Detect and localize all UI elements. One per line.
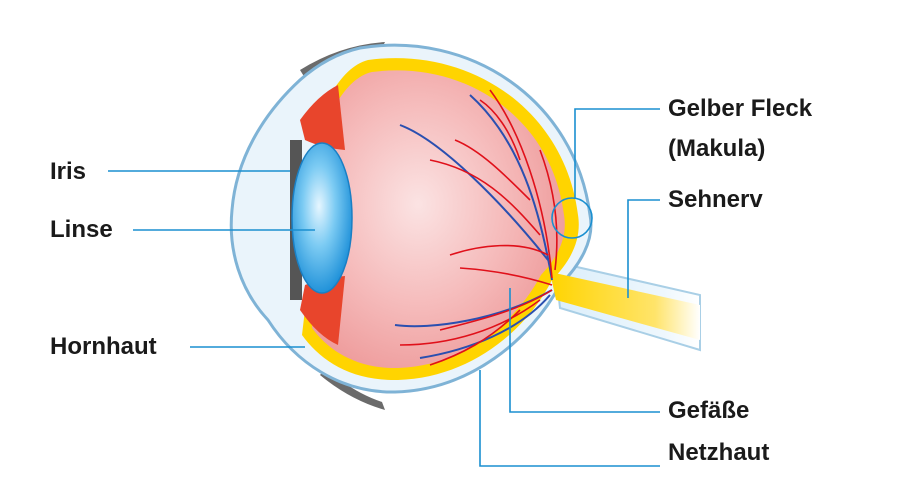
label-linse: Linse — [50, 216, 113, 243]
iris-lower — [300, 276, 345, 345]
label-hornhaut: Hornhaut — [50, 333, 157, 360]
leader-gefaesse — [509, 288, 660, 413]
label-gelber-fleck: Gelber Fleck — [668, 95, 813, 122]
iris-upper — [300, 85, 345, 150]
label-netzhaut: Netzhaut — [668, 439, 770, 466]
lens — [291, 142, 353, 294]
label-sehnerv: Sehnerv — [668, 186, 763, 213]
eyeball-interior — [312, 70, 565, 369]
label-gefaesse: Gefäße — [668, 397, 750, 424]
leader-netzhaut — [479, 370, 660, 467]
leader-lines — [108, 108, 660, 467]
makula-marker — [551, 197, 593, 239]
label-makula: (Makula) — [668, 135, 766, 162]
arteries — [399, 89, 558, 366]
leader-sehnerv — [627, 199, 660, 298]
leader-gelber — [574, 108, 660, 198]
label-iris: Iris — [50, 158, 87, 185]
optic-nerve — [550, 272, 700, 340]
